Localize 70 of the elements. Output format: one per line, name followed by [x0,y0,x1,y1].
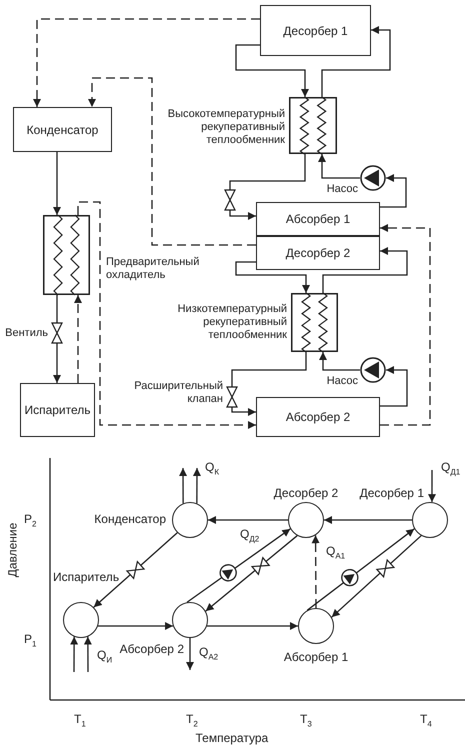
flow-arrow [331,535,422,618]
component-box: Десорбер 2 [256,236,380,270]
flow-arrow [312,535,320,608]
flow-arrow [186,638,194,670]
component-label: Насос [326,183,358,196]
axis-title: Температура [196,731,268,745]
state-label: Десорбер 2 [272,486,340,500]
axis-label: P$_{2}$ [24,512,36,530]
flow-arrow [192,468,201,504]
state-label: Конденсатор [93,512,166,526]
flow-arrow [186,528,291,603]
flow-arrow [231,407,256,416]
component-label: Вентиль [4,327,48,340]
axis-title: Давление [4,522,19,578]
axis-label: T$_{3}$ [300,712,312,730]
component-label: Расширительный клапан [133,380,223,406]
axis-label: T$_{1}$ [74,712,86,730]
edge-label: Q$_{К}$ [205,460,220,478]
axis-label: P$_{1}$ [24,632,36,650]
flow-arrow [70,636,78,672]
flow-arrow [318,154,360,179]
axis-label: T$_{4}$ [420,712,432,730]
flow-arrow [53,152,61,215]
state-label: Десорбер 1 [358,486,424,500]
flow-arrow [235,44,309,97]
flow-arrow [84,636,92,672]
flow-arrow [205,535,298,612]
flow-arrow [88,77,256,246]
axis-label: Q$_{Д2}$ [240,527,260,546]
axis-label: T$_{2}$ [186,712,198,730]
flow-arrow [179,468,188,504]
flow-arrow [380,174,407,208]
component-box: Абсорбер 2 [256,397,380,437]
edge-label: Q$_{И}$ [97,648,112,666]
flow-arrow [324,516,412,524]
flow-arrow [319,352,360,371]
flow-arrow [93,532,178,608]
component-label: Высокотемпературный рекуперативный теплообменник [166,108,285,147]
flow-line [229,154,306,190]
flow-arrow [428,470,436,502]
flow-line [56,295,58,323]
flow-arrow [98,622,174,630]
flow-arrow [206,622,298,630]
flow-arrow [53,343,61,383]
flow-arrow [380,224,431,426]
edge-label: Q$_{А2}$ [199,645,218,664]
component-box: Испаритель [20,383,95,437]
component-label: Насос [326,375,358,388]
component-box: Абсорбер 1 [256,202,380,236]
flow-arrow [380,366,408,407]
component-label: Низкотемпературный рекуперативный теплообменник [176,303,287,342]
component-label: Предварительный охладитель [106,256,200,282]
flow-arrow [208,516,288,524]
state-label: Испаритель [53,570,119,584]
flow-arrow [235,261,310,293]
flow-arrow [229,210,256,220]
flow-arrow [322,247,408,293]
component-box: Десорбер 1 [260,5,371,56]
edge-label: Q$_{А1}$ [326,544,346,562]
edge-label: Q$_{Д1}$ [441,460,460,478]
state-label: Абсорбер 2 [118,642,184,656]
flow-line [231,352,307,387]
flow-arrow [74,295,82,383]
component-box: Конденсатор [13,107,112,152]
state-label: Абсорбер 1 [282,650,350,664]
flow-arrow [306,528,415,611]
valve-icon [225,190,235,210]
flow-arrow [33,18,260,107]
flow-arrow [321,26,391,97]
flow-arrow [77,201,256,429]
